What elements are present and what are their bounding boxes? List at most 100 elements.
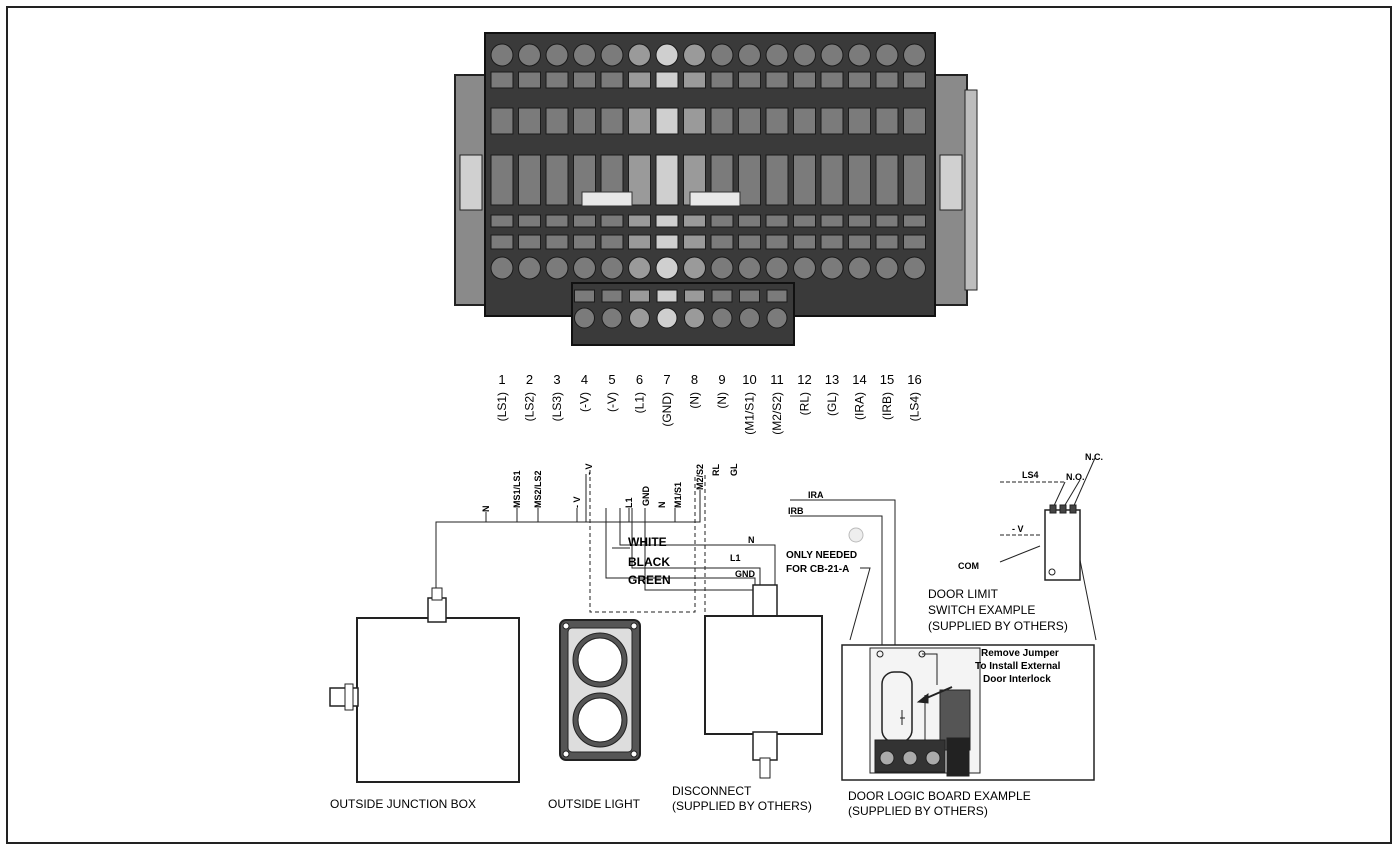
terminal-number: 5	[608, 372, 615, 387]
terminal-number: 16	[907, 372, 921, 387]
note-only-needed-1: ONLY NEEDED	[786, 550, 857, 561]
terminal-name: (-V)	[605, 392, 619, 412]
note-only-needed-2: FOR CB-21-A	[786, 564, 849, 575]
label-n: N	[748, 535, 755, 545]
label-l1: L1	[730, 553, 741, 563]
terminal-number: 10	[742, 372, 756, 387]
terminal-12	[793, 43, 816, 280]
switch-no: N.O.	[1066, 472, 1085, 482]
switch-title-1: DOOR LIMIT	[928, 587, 999, 601]
terminal-name: (-V)	[578, 392, 592, 412]
bus-label: - V	[572, 496, 582, 508]
terminal-16	[903, 43, 926, 280]
bus-label: L1	[624, 497, 634, 508]
terminal-6	[628, 43, 651, 329]
caption-disconnect-1: DISCONNECT	[672, 784, 752, 798]
terminal-labels: 1 (LS1) 2 (LS2) 3 (LS3) 4 (-V) 5 (-V) 6 (L1) 7 (GND) 8…	[495, 372, 922, 435]
terminal-name: (LS1)	[495, 392, 509, 421]
terminal-5	[600, 43, 624, 329]
bus-wiring	[435, 470, 896, 645]
captions: OUTSIDE JUNCTION BOX OUTSIDE LIGHT DISCO…	[330, 784, 1031, 818]
terminal-number: 8	[691, 372, 698, 387]
terminal-11	[765, 43, 789, 329]
label-gnd: GND	[735, 569, 756, 579]
jumper-bar	[689, 191, 741, 207]
door-limit-switch	[999, 457, 1097, 641]
caption-logic-board-2: (SUPPLIED BY OTHERS)	[848, 804, 988, 818]
note-remove-jumper-3: Door Interlock	[983, 674, 1051, 685]
terminal-number: 11	[770, 372, 784, 387]
bus-label: N	[657, 502, 667, 509]
terminal-number: 3	[553, 372, 560, 387]
terminal-number: 6	[636, 372, 643, 387]
bus-label: MS1/LS1	[512, 470, 522, 508]
terminal-name: (N)	[688, 392, 702, 409]
bus-label: RL	[711, 464, 721, 476]
bus-label: GND	[641, 486, 651, 507]
terminal-name: (RL)	[798, 392, 812, 415]
switch-v: - V	[1012, 524, 1024, 534]
terminal-10	[738, 43, 761, 329]
terminal-name: (IRA)	[853, 392, 867, 420]
terminal-name: (LS2)	[523, 392, 537, 421]
switch-com: COM	[958, 561, 979, 571]
terminal-name: (N)	[715, 392, 729, 409]
label-irb: IRB	[788, 506, 804, 516]
terminal-13	[820, 43, 844, 280]
terminal-number: 15	[880, 372, 894, 387]
switch-nc: N.C.	[1085, 452, 1103, 462]
caption-disconnect-2: (SUPPLIED BY OTHERS)	[672, 799, 812, 813]
note-remove-jumper-2: To Install External	[975, 661, 1061, 672]
bus-label: GL	[729, 463, 739, 476]
terminal-number: 9	[718, 372, 725, 387]
label-black: BLACK	[628, 555, 670, 569]
terminal-2	[518, 43, 541, 280]
notes: ONLY NEEDED FOR CB-21-A Remove Jumper To…	[786, 550, 1061, 685]
bus-label: N	[481, 506, 491, 513]
note-remove-jumper-1: Remove Jumper	[981, 648, 1059, 659]
caption-junction-box: OUTSIDE JUNCTION BOX	[330, 797, 476, 811]
terminal-1	[490, 43, 514, 280]
terminal-name: (L1)	[633, 392, 647, 413]
door-logic-board	[841, 644, 1095, 781]
label-ira: IRA	[808, 490, 824, 500]
bus-label: - V	[584, 463, 594, 475]
caption-outside-light: OUTSIDE LIGHT	[548, 797, 641, 811]
label-green: GREEN	[628, 573, 671, 587]
terminal-7	[655, 43, 679, 329]
switch-ls4: LS4	[1022, 470, 1039, 480]
terminal-name: (LS3)	[550, 392, 564, 421]
terminal-number: 12	[797, 372, 811, 387]
bus-label: MS2/LS2	[533, 470, 543, 508]
outside-junction-box	[329, 587, 520, 783]
switch-labels: LS4 N.C. N.O. - V COM DOOR LIMIT SWITCH …	[928, 452, 1103, 633]
label-white: WHITE	[628, 535, 667, 549]
terminal-3	[545, 43, 569, 280]
terminal-name: (M1/S1)	[743, 392, 757, 435]
terminal-block	[454, 32, 978, 346]
terminal-8	[683, 43, 706, 329]
terminal-15	[875, 43, 899, 280]
terminal-14	[848, 43, 871, 280]
switch-title-3: (SUPPLIED BY OTHERS)	[928, 619, 1068, 633]
outside-light	[559, 619, 641, 761]
disconnect	[704, 527, 864, 779]
diagram-frame	[6, 6, 1392, 844]
switch-title-2: SWITCH EXAMPLE	[928, 603, 1035, 617]
terminal-number: 14	[852, 372, 866, 387]
terminal-name: (LS4)	[908, 392, 922, 421]
terminal-number: 2	[526, 372, 533, 387]
caption-logic-board-1: DOOR LOGIC BOARD EXAMPLE	[848, 789, 1031, 803]
terminal-number: 4	[581, 372, 588, 387]
bus-label: M1/S1	[673, 482, 683, 508]
terminal-name: (GL)	[825, 392, 839, 416]
terminal-number: 13	[825, 372, 839, 387]
terminal-name: (IRB)	[880, 392, 894, 420]
terminal-name: (GND)	[660, 392, 674, 427]
terminal-number: 1	[498, 372, 505, 387]
wire-labels: WHITE BLACK GREEN N L1 GND IRA IRB	[628, 490, 824, 587]
terminal-name: (M2/S2)	[770, 392, 784, 435]
terminal-number: 7	[663, 372, 670, 387]
